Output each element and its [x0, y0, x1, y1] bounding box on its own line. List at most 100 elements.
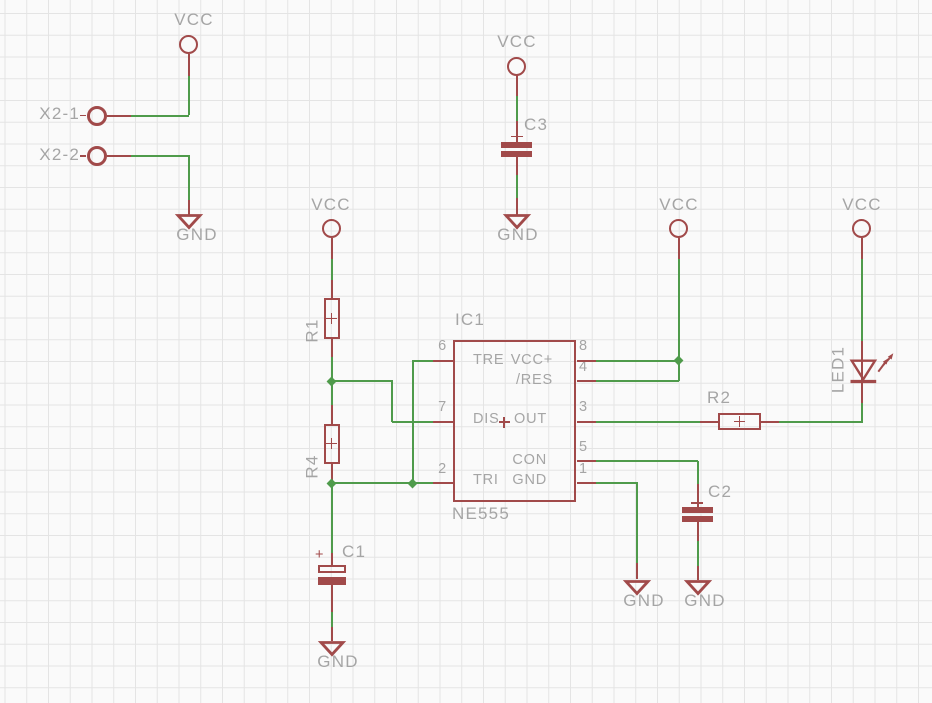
pin-wire[interactable] [515, 75, 518, 96]
net-wire[interactable] [330, 357, 333, 381]
net-wire[interactable] [596, 459, 698, 462]
net-wire[interactable] [778, 420, 863, 423]
resistor-r1-body[interactable] [323, 298, 340, 339]
capacitor-c2-plate[interactable] [681, 515, 713, 522]
capacitor-c1-plate[interactable] [317, 564, 346, 573]
origin-cross [510, 135, 523, 138]
pin-wire[interactable] [433, 482, 453, 484]
pin-number: 4 [579, 359, 588, 375]
pin-wire[interactable] [107, 114, 131, 117]
net-wire[interactable] [411, 360, 414, 483]
origin-cross [503, 416, 505, 428]
net-wire[interactable] [131, 155, 189, 157]
vcc-symbol[interactable] [852, 219, 871, 238]
pin-wire[interactable] [577, 359, 596, 362]
net-wire[interactable] [187, 155, 190, 200]
ic-name-label: IC1 [455, 310, 486, 329]
net-wire[interactable] [330, 258, 333, 280]
net-wire[interactable] [677, 361, 680, 381]
net-wire[interactable] [860, 403, 863, 421]
origin-cross [330, 313, 333, 324]
connector-pin-x2-1[interactable] [87, 105, 107, 126]
pin-wire[interactable] [515, 197, 518, 215]
pin-name: TRE [473, 352, 505, 368]
capacitor-c3-plate[interactable] [501, 142, 532, 148]
net-wire[interactable] [696, 540, 699, 566]
net-wire[interactable] [332, 380, 391, 382]
pin-wire[interactable] [330, 627, 333, 641]
pin-wire[interactable] [187, 200, 190, 215]
net-wire[interactable] [596, 420, 700, 423]
pin-wire[interactable] [330, 585, 333, 612]
origin-cross [691, 502, 703, 504]
net-wire[interactable] [187, 76, 190, 115]
pin-wire[interactable] [636, 563, 638, 579]
pin-tick [80, 114, 86, 117]
pin-wire[interactable] [577, 379, 596, 382]
net-wire[interactable] [390, 380, 393, 422]
net-wire[interactable] [332, 482, 433, 484]
pin-wire[interactable] [330, 463, 333, 481]
pin-wire[interactable] [330, 552, 333, 565]
net-wire[interactable] [636, 483, 638, 563]
vcc-symbol[interactable] [179, 35, 198, 54]
gnd-symbol[interactable] [622, 579, 652, 596]
capacitor-polarity-mark: + [315, 547, 325, 563]
resistor-r2-body[interactable] [717, 413, 761, 430]
pin-wire[interactable] [515, 121, 518, 142]
pin-name: /RES [515, 372, 553, 388]
pin-wire[interactable] [677, 237, 680, 259]
led-label: LED1 [828, 345, 848, 393]
resistor-label: R2 [707, 388, 732, 407]
gnd-symbol[interactable] [174, 213, 203, 230]
net-wire[interactable] [412, 359, 433, 362]
net-wire[interactable] [596, 379, 679, 382]
net-wire[interactable] [131, 114, 189, 117]
net-wire[interactable] [677, 258, 680, 362]
ic1-body[interactable] [453, 340, 576, 502]
pin-wire[interactable] [187, 53, 190, 77]
net-wire[interactable] [860, 258, 863, 342]
resistor-label: R1 [302, 317, 322, 343]
vcc-symbol[interactable] [669, 219, 688, 238]
vcc-symbol[interactable] [507, 56, 526, 76]
capacitor-c3-plate[interactable] [501, 150, 532, 157]
pin-wire[interactable] [330, 339, 333, 357]
pin-wire[interactable] [860, 341, 863, 403]
pin-wire[interactable] [330, 404, 333, 424]
resistor-r4-body[interactable] [323, 423, 340, 464]
net-wire[interactable] [330, 486, 333, 553]
connector-pin-x2-2[interactable] [87, 146, 107, 166]
pin-wire[interactable] [696, 565, 699, 580]
pin-wire[interactable] [860, 237, 863, 259]
pin-wire[interactable] [330, 279, 333, 299]
vcc-symbol[interactable] [322, 219, 341, 238]
net-wire[interactable] [330, 612, 333, 627]
net-wire[interactable] [515, 174, 518, 198]
pin-wire[interactable] [330, 237, 333, 259]
capacitor-c1-plate[interactable] [317, 577, 346, 585]
pin-wire[interactable] [577, 482, 596, 484]
pin-wire[interactable] [433, 420, 453, 423]
net-wire[interactable] [596, 359, 678, 362]
pin-wire[interactable] [577, 420, 596, 423]
gnd-symbol[interactable] [683, 579, 712, 596]
pin-wire[interactable] [700, 420, 718, 423]
pin-wire[interactable] [696, 484, 699, 507]
gnd-label: GND [317, 652, 359, 671]
pin-wire[interactable] [515, 156, 518, 175]
pin-name: DIS [473, 411, 500, 427]
pin-wire[interactable] [760, 420, 779, 423]
net-wire[interactable] [596, 482, 638, 484]
pin-wire[interactable] [577, 459, 596, 462]
gnd-symbol[interactable] [502, 213, 531, 230]
net-wire[interactable] [330, 384, 333, 405]
pin-wire[interactable] [696, 521, 699, 541]
net-wire[interactable] [515, 96, 518, 121]
gnd-symbol[interactable] [317, 641, 346, 657]
net-wire[interactable] [696, 461, 699, 484]
led1-symbol[interactable] [847, 349, 897, 389]
capacitor-c2-plate[interactable] [681, 507, 713, 513]
pin-wire[interactable] [107, 155, 131, 157]
pin-wire[interactable] [433, 359, 453, 362]
